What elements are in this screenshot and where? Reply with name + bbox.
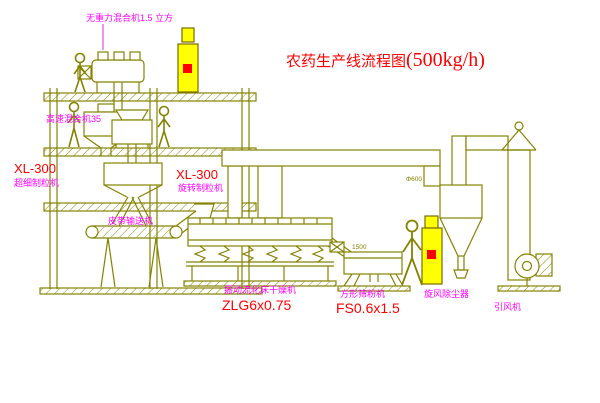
square-sieve [329, 241, 411, 292]
induced-draft-fan [514, 253, 553, 286]
belt-conveyor [85, 210, 201, 288]
label-high-speed-mixer: 高速混合机35 [46, 113, 101, 124]
cyclone-separator [439, 135, 483, 279]
panel-display [183, 64, 192, 73]
label-granulator-left-model: XL-300 [14, 161, 56, 176]
rotary-granulator [111, 109, 153, 163]
label-sieve-name: 方形筛粉机 [340, 288, 385, 299]
label-granulator-left-name: 超细制粒机 [14, 177, 59, 188]
control-panel-1 [177, 27, 199, 93]
label-cyclone-name: 旋风除尘器 [424, 288, 469, 299]
drawing-title: 农药生产线流程图(500kg/h) [286, 49, 485, 71]
labels: 农药生产线流程图(500kg/h) 无重力混合机1.5 立方 高速混合机35 X… [14, 12, 521, 316]
worker-figure-3 [157, 105, 171, 148]
worker-figure-2 [67, 101, 81, 148]
label-sieve-model: FS0.6x1.5 [336, 300, 400, 316]
panel-display [427, 250, 436, 259]
dim-duct-diameter: Φ600 [406, 176, 422, 183]
label-gravity-mixer: 无重力混合机1.5 立方 [86, 12, 173, 23]
label-granulator-mid-name: 旋转制粒机 [178, 182, 223, 193]
storage-bin [103, 162, 163, 227]
label-fan-name: 引风机 [494, 301, 521, 312]
control-panel-2 [421, 215, 443, 285]
worker-figure-1 [73, 52, 87, 93]
exhaust-duct [221, 149, 441, 187]
clean-air-duct [465, 135, 509, 151]
dim-sieve: 1500 [352, 244, 367, 251]
label-dryer-model: ZLG6x0.75 [222, 297, 291, 313]
worker-figure-4 [401, 219, 423, 286]
gravity-mixer [77, 51, 145, 112]
label-dryer-name: 振动流化床干燥机 [224, 284, 296, 295]
label-granulator-mid-model: XL-300 [176, 167, 218, 182]
exhaust-stack [465, 121, 561, 292]
label-belt-conveyor: 皮带输送机 [108, 215, 153, 226]
